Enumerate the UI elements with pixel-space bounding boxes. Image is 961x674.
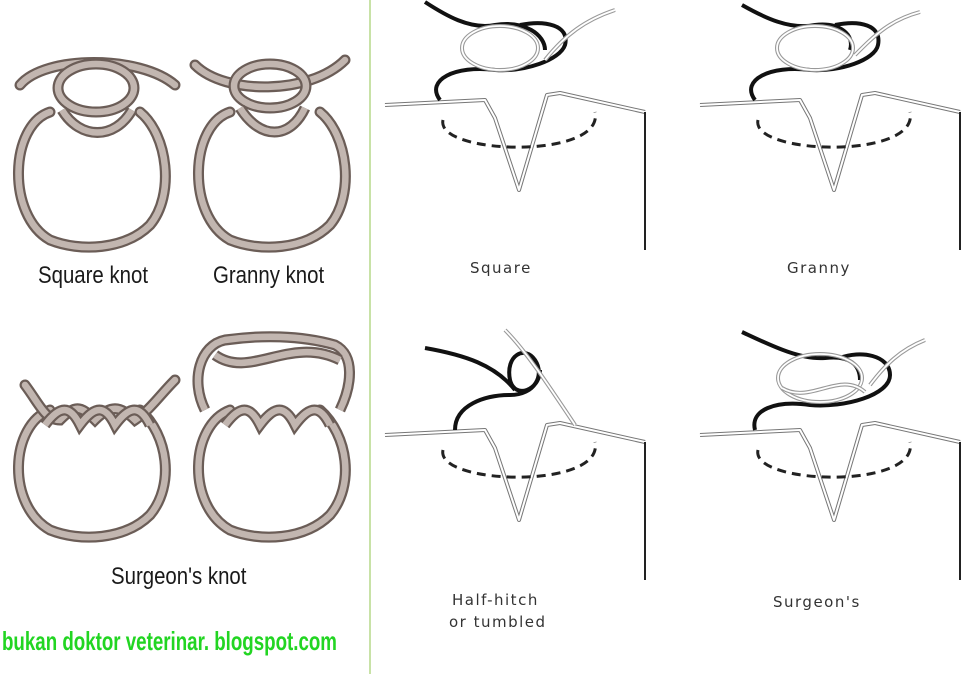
left-panel-background [0,33,362,633]
square-stitch-drawing [383,0,647,252]
label-half-hitch-line2: or tumbled [449,613,547,631]
surgeons-stitch-drawing [698,330,961,582]
surgeons-knot-drawing-2 [192,331,355,543]
label-granny: Granny [787,259,851,277]
surgeons-knot-drawing-1 [13,374,181,543]
granny-stitch-drawing [698,3,961,252]
label-surgeons: Surgeon's [773,593,861,611]
left-panel [0,33,362,633]
label-square-knot: Square knot [38,262,149,289]
right-panel [383,0,961,582]
label-surgeons-knot: Surgeon's knot [111,563,247,590]
label-half-hitch-line1: Half-hitch [452,591,539,609]
watermark-text: bukan doktor veterinar. blogspot.com [2,626,337,656]
label-square: Square [470,259,532,277]
label-granny-knot: Granny knot [213,262,325,289]
square-knot-drawing [18,57,181,248]
half-hitch-stitch-drawing [383,328,647,582]
granny-knot-drawing [189,54,345,247]
